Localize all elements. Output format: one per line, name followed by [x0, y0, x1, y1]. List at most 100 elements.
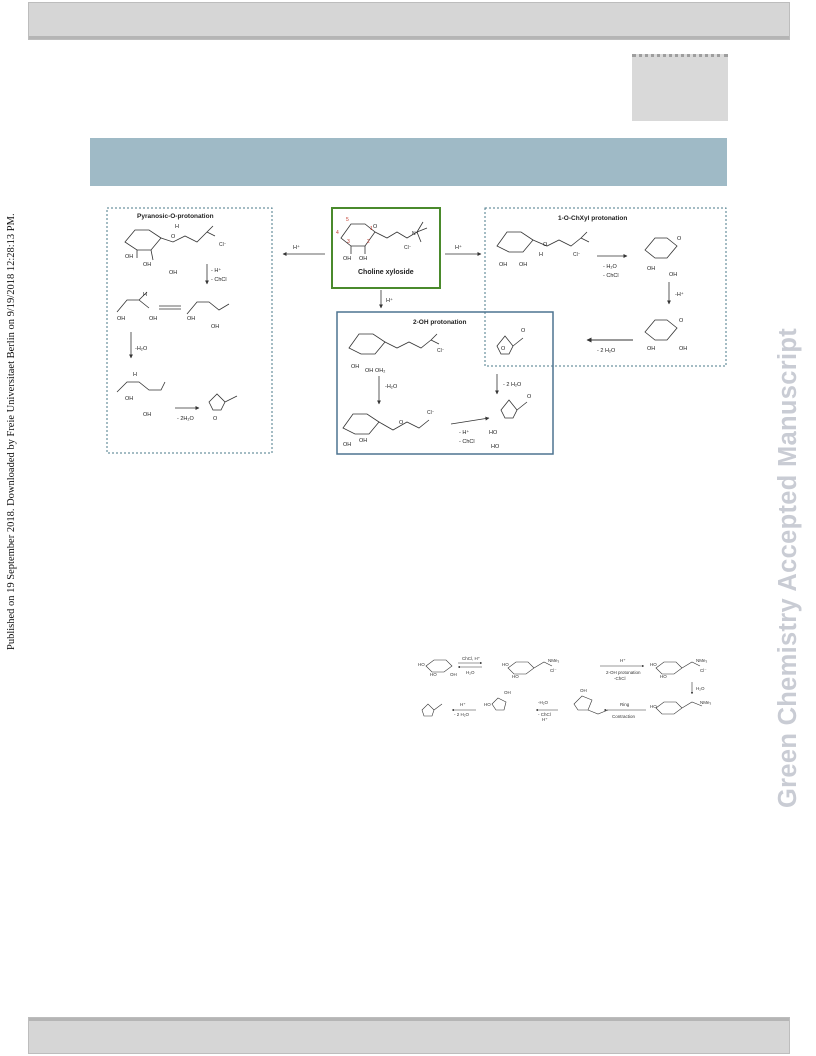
svg-text:NMe₃: NMe₃	[700, 700, 712, 705]
svg-text:- 2 H₂O: - 2 H₂O	[503, 382, 522, 388]
chxyl-title: 1-O-ChXyl protonation	[558, 215, 627, 222]
svg-text:3: 3	[347, 239, 350, 245]
bottom-footer-bar	[28, 1017, 790, 1054]
svg-text:- ChCl: - ChCl	[538, 712, 551, 717]
choline-xyloside-molecule	[340, 221, 428, 254]
svg-text:Cl⁻: Cl⁻	[219, 242, 227, 248]
svg-text:HO: HO	[489, 430, 498, 436]
svg-text:Cl⁻: Cl⁻	[404, 245, 412, 251]
svg-text:H⁺: H⁺	[542, 717, 548, 722]
publication-notice: Published on 19 September 2018. Download…	[6, 213, 17, 650]
svg-text:-H₂O: -H₂O	[135, 346, 148, 352]
svg-text:- ChCl: - ChCl	[459, 439, 475, 445]
svg-text:HO: HO	[430, 672, 437, 677]
svg-text:OH: OH	[143, 262, 151, 268]
svg-text:OH: OH	[343, 256, 351, 262]
svg-text:O: O	[679, 318, 684, 324]
accepted-manuscript-watermark: Green Chemistry Accepted Manuscript	[774, 327, 802, 808]
svg-text:H₂O: H₂O	[696, 686, 705, 691]
figure-header-band	[90, 138, 727, 186]
svg-text:H⁺: H⁺	[386, 297, 393, 304]
svg-text:H: H	[143, 292, 147, 298]
svg-text:HO: HO	[484, 702, 491, 707]
svg-text:O: O	[213, 416, 218, 422]
svg-text:OH: OH	[679, 346, 687, 352]
svg-text:5: 5	[346, 217, 349, 223]
svg-text:- H⁺: - H⁺	[211, 267, 221, 274]
svg-text:Contraction: Contraction	[612, 714, 636, 719]
ring-contraction-scheme: HO HO OH ChCl, H⁺ H₂O HO HO NMe₃ Cl⁻ H⁺ …	[418, 656, 712, 722]
svg-text:OH: OH	[647, 346, 655, 352]
svg-text:Cl⁻: Cl⁻	[550, 668, 557, 673]
svg-text:- ChCl: - ChCl	[211, 277, 227, 283]
svg-text:H⁺: H⁺	[293, 244, 300, 251]
svg-text:O: O	[501, 346, 506, 352]
svg-text:O: O	[543, 242, 548, 248]
svg-text:HO: HO	[650, 704, 657, 709]
pyranosic-box	[106, 207, 273, 454]
svg-text:O: O	[399, 420, 404, 426]
svg-text:HO: HO	[512, 674, 519, 679]
svg-text:- ChCl: - ChCl	[603, 273, 619, 279]
svg-text:2: 2	[367, 239, 370, 245]
svg-text:OH: OH	[187, 316, 195, 322]
svg-text:- H₂O: - H₂O	[603, 264, 617, 270]
svg-text:O: O	[171, 234, 176, 240]
svg-text:-ChCl: -ChCl	[614, 676, 626, 681]
svg-text:NMe₃: NMe₃	[696, 658, 708, 663]
svg-text:O: O	[677, 236, 682, 242]
svg-text:OH: OH	[580, 688, 587, 693]
svg-text:-H₂O: -H₂O	[538, 700, 548, 705]
svg-text:OH: OH	[117, 316, 125, 322]
svg-text:OH: OH	[169, 270, 177, 276]
center-label: Choline xyloside	[358, 269, 414, 276]
reaction-scheme: Pyranosic-O-protonation 1-O-ChXyl proton…	[106, 207, 727, 455]
svg-text:Cl⁻: Cl⁻	[437, 348, 445, 354]
svg-text:O: O	[521, 328, 526, 334]
svg-text:4: 4	[336, 230, 339, 236]
svg-text:O: O	[373, 224, 378, 230]
oh2-title: 2-OH protonation	[413, 319, 466, 326]
svg-text:NMe₃: NMe₃	[548, 658, 560, 663]
top-header-bar	[28, 2, 790, 40]
svg-text:OH: OH	[149, 316, 157, 322]
svg-text:OH: OH	[647, 266, 655, 272]
svg-text:OH: OH	[499, 262, 507, 268]
choline-xyloside-box	[331, 207, 441, 289]
svg-text:OH: OH	[143, 412, 151, 418]
svg-text:- 2 H₂O: - 2 H₂O	[454, 712, 469, 717]
svg-text:-H₂O: -H₂O	[385, 384, 398, 390]
svg-text:OH: OH	[450, 672, 457, 677]
svg-text:1: 1	[370, 226, 373, 232]
svg-text:H⁺: H⁺	[460, 702, 466, 707]
svg-text:HO: HO	[491, 444, 500, 450]
svg-text:OH: OH	[359, 438, 367, 444]
svg-text:OH: OH	[211, 324, 219, 330]
journal-logo-placeholder	[632, 54, 728, 121]
svg-text:OH: OH	[365, 368, 373, 374]
svg-text:OH: OH	[343, 442, 351, 448]
svg-text:Cl⁻: Cl⁻	[573, 252, 581, 258]
pyranosic-title: Pyranosic-O-protonation	[137, 213, 214, 220]
svg-text:Cl⁻: Cl⁻	[700, 668, 707, 673]
svg-text:H: H	[133, 372, 137, 378]
svg-text:- H⁺: - H⁺	[459, 429, 469, 436]
svg-text:Cl⁻: Cl⁻	[427, 410, 435, 416]
svg-text:-H⁺: -H⁺	[675, 291, 684, 298]
svg-text:- 2H₂O: - 2H₂O	[177, 416, 195, 422]
svg-text:OH: OH	[519, 262, 527, 268]
svg-text:HO: HO	[650, 662, 657, 667]
svg-text:HO: HO	[418, 662, 425, 667]
oh2-protonation-box	[336, 311, 554, 455]
svg-text:O: O	[527, 394, 532, 400]
svg-text:H⁺: H⁺	[620, 658, 626, 663]
svg-text:Ring: Ring	[620, 702, 630, 707]
svg-text:H: H	[175, 224, 179, 230]
svg-text:OH: OH	[351, 364, 359, 370]
svg-text:HO: HO	[502, 662, 509, 667]
svg-text:OH: OH	[669, 272, 677, 278]
svg-text:2-OH protonation: 2-OH protonation	[606, 670, 641, 675]
svg-text:ChCl, H⁺: ChCl, H⁺	[462, 656, 481, 661]
svg-text:OH: OH	[125, 396, 133, 402]
svg-text:HO: HO	[660, 674, 667, 679]
